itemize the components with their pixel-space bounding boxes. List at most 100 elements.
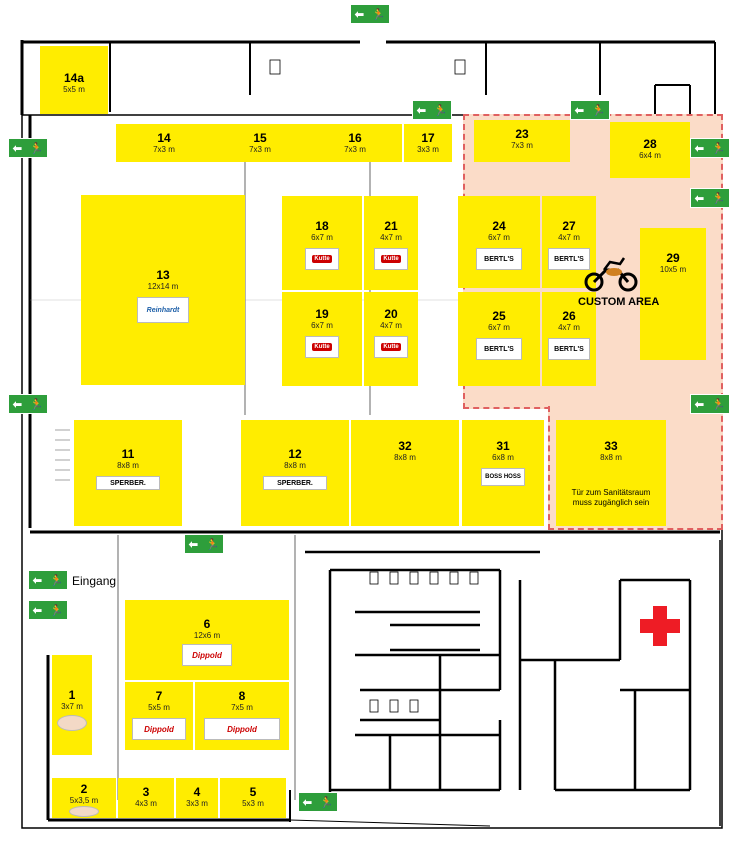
stall-size: 4x7 m [558,323,580,332]
exit-arrow-icon: ⬅ [32,604,42,617]
stall-14a[interactable]: 14a 5x5 m [40,46,108,114]
stall-size: 8x8 m [284,461,306,470]
stall-32[interactable]: 32 8x8 m [351,420,459,526]
emergency-exit-sign: ⬅🏃 [570,100,610,120]
stall-11[interactable]: 11 8x8 m SPERBER. [74,420,182,526]
stall-size: 7x3 m [249,145,271,154]
badge-logo [57,715,87,731]
exit-arrow-icon: ⬅ [32,574,42,587]
exit-arrow-icon: ⬅ [574,104,584,117]
emergency-exit-sign: ⬅🏃 [28,570,68,590]
stall-number: 33 [604,439,618,453]
stall-number: 25 [492,309,506,323]
stall-21[interactable]: 21 4x7 m Kutte [364,196,418,290]
stall-14[interactable]: 14 7x3 m [116,124,212,162]
running-man-icon: 🏃 [433,104,448,117]
stall-8[interactable]: 8 7x5 m Dippold [195,682,289,750]
emergency-exit-sign: ⬅🏃 [690,394,730,414]
stall-16[interactable]: 16 7x3 m [308,124,402,162]
stall-size: 5x3 m [242,799,264,808]
stall-number: 32 [398,439,412,453]
exit-arrow-icon: ⬅ [12,142,22,155]
stall-number: 6 [203,617,211,631]
custom-area-label: CUSTOM AREA [578,296,660,308]
stall-1[interactable]: 1 3x7 m [52,655,92,755]
stall-number: 7 [155,689,163,703]
stall-number: 1 [68,688,76,702]
interior-rooms [305,550,692,810]
bertls-logo: BERTL'S [548,248,590,270]
stall-number: 16 [348,131,362,145]
stall-size: 7x3 m [344,145,366,154]
stall-19[interactable]: 19 6x7 m Kutte [282,292,362,386]
stall-3[interactable]: 3 4x3 m [118,778,174,818]
emergency-exit-sign: ⬅🏃 [8,138,48,158]
stall-13[interactable]: 13 12x14 m Reinhardt [81,195,245,385]
stall-28[interactable]: 28 6x4 m [610,122,690,178]
stall-size: 8x8 m [394,453,416,462]
stall-25[interactable]: 25 6x7 m BERTL'S [458,292,540,386]
kutte-logo: Kutte [305,248,339,270]
stall-23[interactable]: 23 7x3 m [474,120,570,162]
running-man-icon: 🏃 [591,104,606,117]
stall-number: 2 [80,782,88,796]
running-man-icon: 🏃 [29,398,44,411]
exit-arrow-icon: ⬅ [694,398,704,411]
stall-size: 6x7 m [488,323,510,332]
stall-size: 4x7 m [380,321,402,330]
motorcycle-icon [584,257,638,292]
stall-size: 10x5 m [659,265,687,274]
stall-size: 12x14 m [147,282,179,291]
exit-arrow-icon: ⬅ [188,538,198,551]
exit-arrow-icon: ⬅ [354,8,364,21]
running-man-icon: 🏃 [711,398,726,411]
stall-27[interactable]: 27 4x7 m BERTL'S [542,196,596,288]
emergency-exit-sign: ⬅🏃 [298,792,338,812]
stall-2[interactable]: 2 5x3,5 m [52,778,116,818]
red-cross-icon [640,606,680,646]
stall-24[interactable]: 24 6x7 m BERTL'S [458,196,540,288]
stall-29[interactable]: 29 10x5 m [640,228,706,360]
stall-17[interactable]: 17 3x3 m [404,124,452,162]
stall-4[interactable]: 4 3x3 m [176,778,218,818]
dippold-logo: Dippold [182,644,232,666]
running-man-icon: 🏃 [205,538,220,551]
dippold-logo: Dippold [204,718,280,740]
stall-size: 5x3,5 m [69,796,99,805]
stall-size: 8x8 m [600,453,622,462]
stall-6[interactable]: 6 12x6 m Dippold [125,600,289,680]
stall-size: 6x7 m [311,233,333,242]
stall-number: 17 [421,131,435,145]
running-man-icon: 🏃 [711,192,726,205]
stall-number: 26 [562,309,576,323]
stall-size: 6x7 m [311,321,333,330]
boss-hoss-logo: BOSS HOSS [481,468,525,486]
stall-20[interactable]: 20 4x7 m Kutte [364,292,418,386]
stall-12[interactable]: 12 8x8 m SPERBER. [241,420,349,526]
emergency-exit-sign: ⬅🏃 [8,394,48,414]
kutte-logo: Kutte [305,336,339,358]
running-man-icon: 🏃 [29,142,44,155]
running-man-icon: 🏃 [49,574,64,587]
running-man-icon: 🏃 [711,142,726,155]
medic-room-note: Tür zum Sanitätsraum muss zugänglich sei… [571,488,651,507]
stall-size: 5x5 m [63,85,85,94]
stall-size: 7x3 m [511,141,533,150]
kutte-logo: Kutte [374,336,408,358]
stall-26[interactable]: 26 4x7 m BERTL'S [542,292,596,386]
stall-number: 29 [666,251,680,265]
exit-arrow-icon: ⬅ [12,398,22,411]
stall-7[interactable]: 7 5x5 m Dippold [125,682,193,750]
stall-number: 8 [238,689,246,703]
stall-5[interactable]: 5 5x3 m [220,778,286,818]
dippold-logo: Dippold [132,718,186,740]
stall-33[interactable]: 33 8x8 m Tür zum Sanitätsraum muss zugän… [556,420,666,526]
stall-size: 6x8 m [492,453,514,462]
stall-number: 27 [562,219,576,233]
stall-number: 24 [492,219,506,233]
stall-31[interactable]: 31 6x8 m BOSS HOSS [462,420,544,526]
stall-18[interactable]: 18 6x7 m Kutte [282,196,362,290]
stall-15[interactable]: 15 7x3 m [212,124,308,162]
stall-number: 18 [315,219,329,233]
stall-size: 7x5 m [231,703,253,712]
